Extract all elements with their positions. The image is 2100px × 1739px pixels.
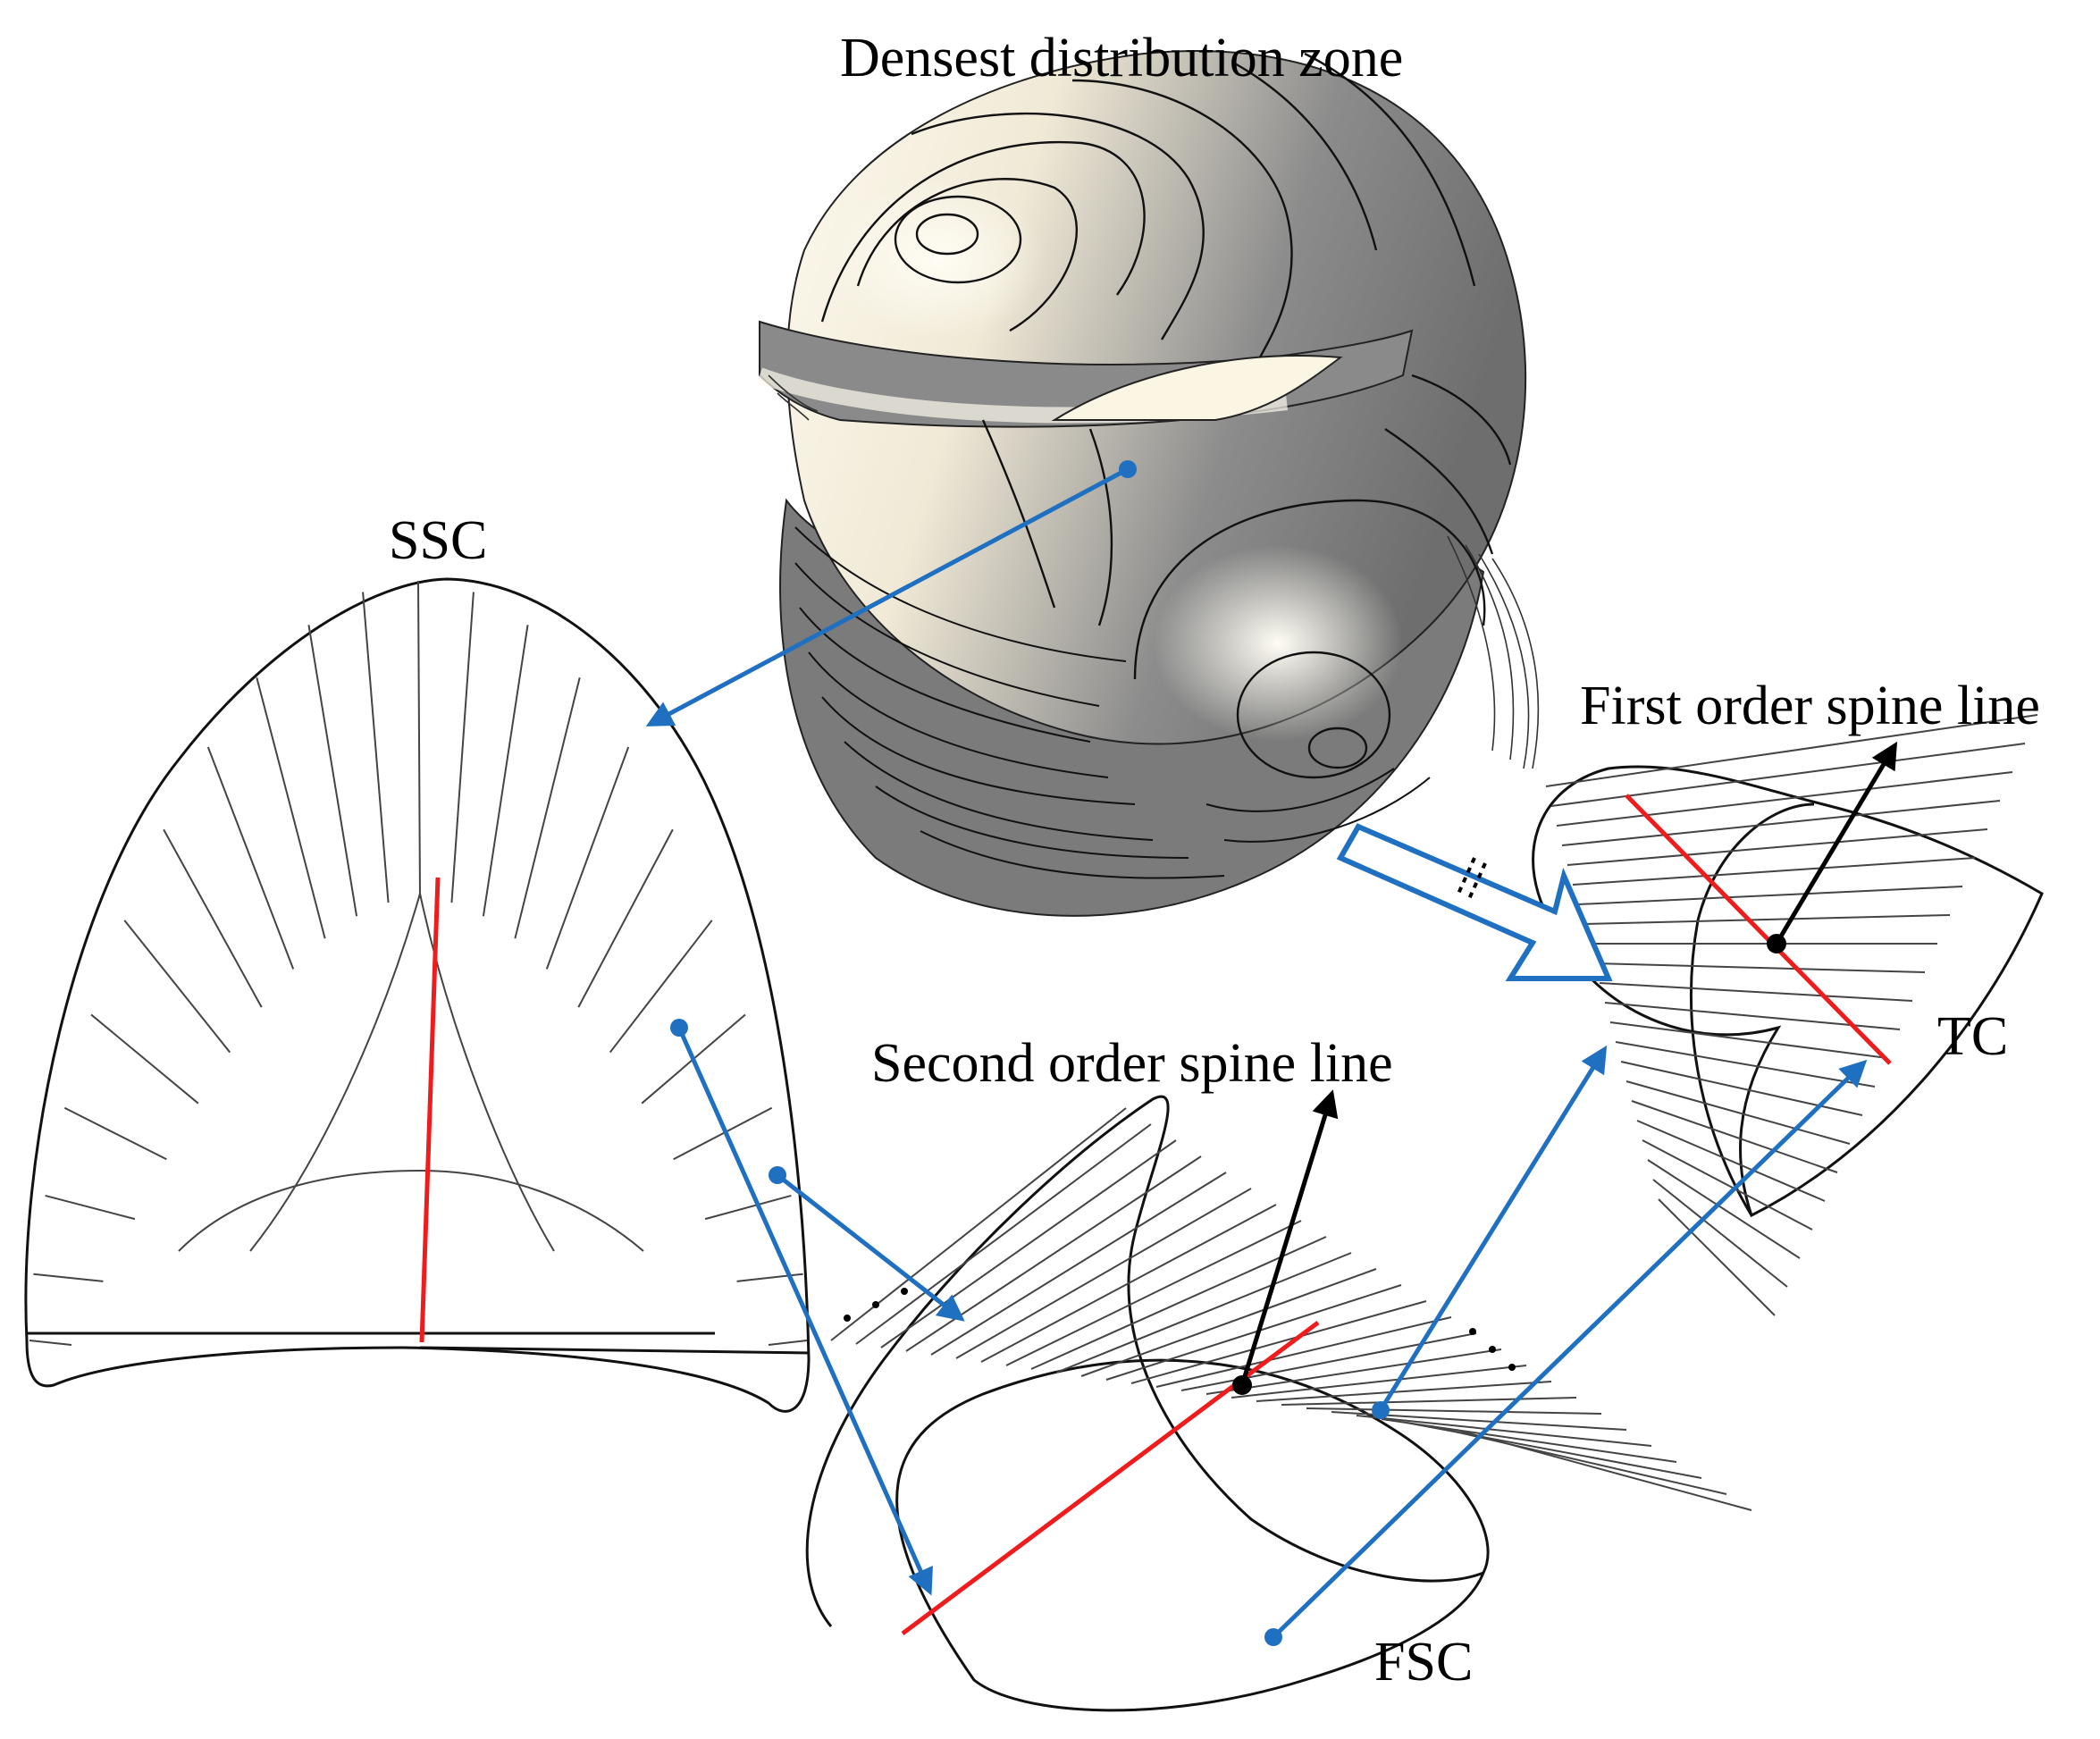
spine-pointers — [1232, 741, 1898, 1395]
fsc-ruling-line — [1030, 1236, 1327, 1370]
fsc-ruling-line — [1155, 1316, 1452, 1388]
ssc-ruling-line — [609, 920, 713, 1054]
ssc-ruling-line — [450, 592, 475, 903]
tc-ruling-line — [1599, 982, 1913, 1002]
tc-surface — [1532, 714, 2044, 1316]
ssc-ruling-line — [577, 828, 674, 1008]
connector-arrow — [1272, 1059, 1868, 1639]
fsc-ruling-line — [1306, 1407, 1602, 1415]
connector-arrow — [1378, 1045, 1608, 1412]
tc-ruling-line — [1550, 743, 2026, 807]
blue-connectors — [645, 460, 1868, 1646]
ssc-ruling-line — [482, 625, 529, 917]
fsc-ruling-line — [1105, 1284, 1402, 1381]
tc-ruling-line — [1567, 828, 1988, 866]
tc-spine-line — [1625, 794, 1892, 1065]
ssc-ruling-line — [63, 1106, 167, 1161]
tc-ruling-line — [1561, 800, 2001, 846]
tc-ruling-line — [1647, 1159, 1801, 1259]
fsc-surface — [805, 1095, 1752, 1712]
ssc-ruling-line — [307, 625, 358, 917]
tc-ruling-line — [1615, 1041, 1876, 1088]
ssc-ruling-line — [736, 1273, 803, 1282]
hollow-transform-arrow — [1336, 823, 1613, 981]
ssc-ruling-line — [417, 580, 421, 899]
ssc-ruling-line — [256, 677, 326, 939]
ellipsis-dots — [844, 1288, 1516, 1371]
fsc-ruling-line — [1180, 1332, 1477, 1391]
ssc-ruling-line — [206, 746, 295, 970]
fsc-ruling-line — [1356, 1415, 1652, 1447]
fsc-ruling-line — [880, 1139, 1177, 1348]
fsc-ruling-line — [1130, 1300, 1427, 1384]
fsc-ruling-line — [830, 1107, 1127, 1341]
ssc-ruling-line — [768, 1340, 808, 1346]
ssc-ruling-line — [123, 920, 231, 1054]
fsc-ruling-line — [980, 1204, 1277, 1363]
ssc-ruling-line — [29, 1340, 72, 1346]
fsc-ruling-line — [930, 1172, 1227, 1356]
ssc-ruling-line — [704, 1194, 792, 1221]
fsc-ruling-line — [1055, 1252, 1352, 1374]
densest-zone-surface — [756, 50, 1540, 917]
connector-arrow — [645, 466, 1130, 727]
fsc-spine-line — [901, 1320, 1320, 1636]
tc-ruling-line — [1636, 1120, 1826, 1202]
ssc-surface — [24, 577, 811, 1413]
ssc-ruling-line — [90, 1013, 199, 1105]
fsc-ruling-line — [1080, 1268, 1377, 1377]
fsc-ruling-line — [1456, 1429, 1752, 1511]
tc-ruling-line — [1545, 714, 2038, 787]
tc-ruling-line — [1593, 962, 1926, 973]
tc-ruling-line — [1577, 886, 1963, 905]
second-order-spine-label: Second order spine line — [871, 1033, 1393, 1094]
ssc-label: SSC — [389, 510, 487, 571]
fsc-ruling-line — [1281, 1397, 1577, 1406]
fsc-ruling-line — [1205, 1348, 1502, 1395]
ssc-spine-line — [419, 877, 441, 1343]
tc-ruling-line — [1572, 857, 1976, 886]
tc-ruling-line — [1652, 1179, 1788, 1288]
fsc-ruling-line — [1431, 1425, 1727, 1495]
ssc-ruling-line — [514, 677, 581, 939]
connector-arrow — [676, 1026, 933, 1596]
fsc-ruling-line — [1256, 1381, 1552, 1402]
tc-ruling-line — [1631, 1100, 1838, 1173]
tc-ruling-line — [1583, 914, 1951, 925]
ssc-ruling-line — [545, 746, 630, 970]
densest-zone-label: Densest distribution zone — [840, 28, 1403, 88]
tc-ruling-line — [1620, 1061, 1863, 1116]
ssc-ruling-line — [362, 592, 390, 903]
tc-label: TC — [1937, 1006, 2008, 1067]
fsc-ruling-line — [955, 1188, 1252, 1359]
tc-ruling-line — [1625, 1080, 1851, 1145]
ssc-ruling-line — [673, 1106, 773, 1161]
fsc-ruling-line — [855, 1123, 1152, 1345]
tc-ruling-line — [1556, 771, 2013, 827]
ssc-ruling-line — [33, 1273, 104, 1282]
fsc-ruling-line — [905, 1155, 1202, 1352]
tc-ruling-line — [1609, 1021, 1888, 1059]
fsc-ruling-line — [1381, 1418, 1677, 1463]
fsc-label: FSC — [1374, 1632, 1473, 1693]
first-order-spine-label: First order spine line — [1580, 676, 2040, 736]
ssc-ruling-line — [163, 828, 263, 1008]
tc-ruling-line — [1642, 1139, 1813, 1231]
fsc-ruling-line — [1231, 1365, 1527, 1399]
fsc-ruling-line — [1005, 1220, 1302, 1366]
connector-arrow — [776, 1173, 965, 1322]
tc-ruling-line — [1658, 1198, 1776, 1316]
ssc-ruling-line — [45, 1194, 136, 1221]
